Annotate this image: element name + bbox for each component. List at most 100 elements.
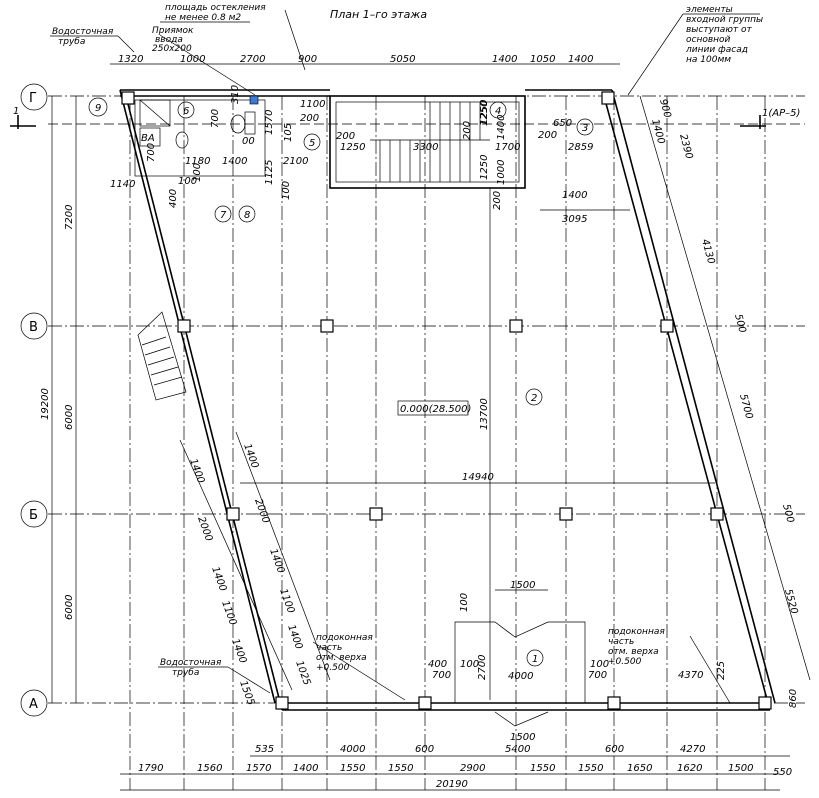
entry-note-6: на 100мм	[686, 55, 731, 65]
svg-text:600: 600	[605, 744, 624, 755]
svg-text:отм. верха: отм. верха	[608, 647, 659, 657]
svg-text:1400: 1400	[229, 637, 248, 665]
svg-text:2000: 2000	[195, 515, 214, 543]
room-markers: 9 6 5 4 3 2 1 7 8	[88, 97, 594, 667]
svg-text:2390: 2390	[677, 133, 694, 160]
entry-note-4: основной	[686, 35, 731, 45]
room-6: 6	[183, 106, 189, 117]
svg-text:310: 310	[230, 85, 241, 104]
room-2: 2	[531, 393, 537, 404]
entry-note-3: выступают от	[686, 25, 753, 35]
svg-text:00: 00	[242, 136, 255, 147]
svg-text:1250: 1250	[340, 142, 365, 153]
svg-text:700: 700	[432, 670, 451, 681]
svg-text:105: 105	[283, 123, 294, 142]
svg-text:5400: 5400	[505, 744, 530, 755]
svg-text:1620: 1620	[677, 763, 702, 774]
svg-text:3095: 3095	[562, 214, 587, 225]
entrance-vestibule	[454, 621, 586, 727]
svg-text:2700: 2700	[477, 655, 488, 680]
svg-text:200: 200	[538, 130, 557, 141]
svg-text:7200: 7200	[64, 205, 75, 230]
svg-text:900: 900	[298, 54, 317, 65]
svg-text:200: 200	[492, 191, 503, 210]
svg-text:1400: 1400	[222, 156, 247, 167]
svg-text:1400: 1400	[267, 547, 286, 575]
svg-text:700: 700	[146, 143, 157, 162]
svg-text:1400: 1400	[649, 118, 666, 145]
room-7: 7	[220, 210, 227, 221]
svg-text:1550: 1550	[578, 763, 603, 774]
svg-text:2859: 2859	[568, 142, 593, 153]
dim-center-vertical: 13700	[479, 398, 490, 430]
svg-text:Б: Б	[29, 508, 38, 523]
svg-text:4000: 4000	[340, 744, 365, 755]
svg-text:400: 400	[428, 659, 447, 670]
svg-text:19200: 19200	[40, 388, 51, 420]
svg-text:1560: 1560	[197, 763, 222, 774]
svg-text:часть: часть	[316, 643, 342, 653]
sill-note-right: подоконная часть отм. верха +0.500	[608, 627, 731, 704]
svg-text:1570: 1570	[246, 763, 271, 774]
exterior-stair	[137, 311, 187, 401]
svg-text:650: 650	[553, 118, 572, 129]
svg-text:1050: 1050	[530, 54, 555, 65]
svg-text:6000: 6000	[64, 595, 75, 620]
room-3: 3	[582, 123, 588, 134]
section-mark-left: 1	[13, 106, 19, 117]
svg-text:А: А	[29, 697, 38, 712]
svg-text:1550: 1550	[388, 763, 413, 774]
axis-bubble-a: А	[20, 689, 48, 717]
svg-text:100: 100	[178, 176, 197, 187]
svg-text:1790: 1790	[138, 763, 163, 774]
svg-text:4000: 4000	[508, 671, 533, 682]
svg-text:860: 860	[788, 689, 799, 708]
svg-text:5700: 5700	[737, 393, 754, 420]
svg-text:225: 225	[716, 661, 727, 680]
svg-text:подоконная: подоконная	[316, 633, 373, 643]
svg-text:1100: 1100	[219, 599, 238, 627]
room-5: 5	[309, 138, 315, 149]
svg-text:1400: 1400	[496, 115, 507, 140]
svg-text:1250: 1250	[479, 100, 490, 125]
svg-text:Водосточная: Водосточная	[160, 658, 222, 668]
svg-text:2700: 2700	[240, 54, 265, 65]
svg-text:4370: 4370	[678, 670, 703, 681]
svg-text:900: 900	[657, 98, 673, 119]
bottom-dimensions: 535 4000 600 5400 600 4270 550 1790 1560…	[120, 744, 792, 791]
svg-text:5520: 5520	[782, 588, 799, 615]
svg-text:6000: 6000	[64, 405, 75, 430]
svg-text:535: 535	[255, 744, 274, 755]
svg-text:+0.500: +0.500	[316, 663, 350, 673]
svg-text:1500: 1500	[510, 580, 535, 591]
stair-treads	[379, 102, 481, 182]
svg-text:550: 550	[773, 767, 792, 778]
svg-text:2100: 2100	[283, 156, 308, 167]
room-1: 1	[532, 654, 538, 665]
svg-text:4130: 4130	[699, 238, 716, 265]
svg-text:3300: 3300	[413, 142, 438, 153]
svg-text:1400: 1400	[562, 190, 587, 201]
svg-text:1505: 1505	[237, 679, 256, 707]
svg-text:100: 100	[459, 593, 470, 612]
wc-label: ВА	[141, 133, 155, 144]
axis-bubble-b: Б	[20, 500, 48, 528]
svg-text:2900: 2900	[460, 763, 485, 774]
entry-note: элементы	[686, 5, 733, 15]
drainpipe-note-top: Водосточная	[52, 27, 114, 37]
svg-text:1400: 1400	[568, 54, 593, 65]
inlet-note: Приямок	[152, 26, 194, 36]
columns	[121, 91, 772, 710]
svg-text:1550: 1550	[340, 763, 365, 774]
axis-bubble-v: В	[20, 312, 48, 340]
inlet-note-3: 250х200	[152, 44, 192, 54]
axis-bubble-g: Г	[20, 83, 48, 111]
svg-text:1025: 1025	[293, 659, 312, 687]
svg-text:часть: часть	[608, 637, 634, 647]
level-label: 0.000(28.500)	[400, 404, 471, 415]
svg-text:отм. верха: отм. верха	[316, 653, 367, 663]
svg-text:подоконная: подоконная	[608, 627, 665, 637]
svg-text:700: 700	[588, 670, 607, 681]
svg-text:400: 400	[168, 189, 179, 208]
